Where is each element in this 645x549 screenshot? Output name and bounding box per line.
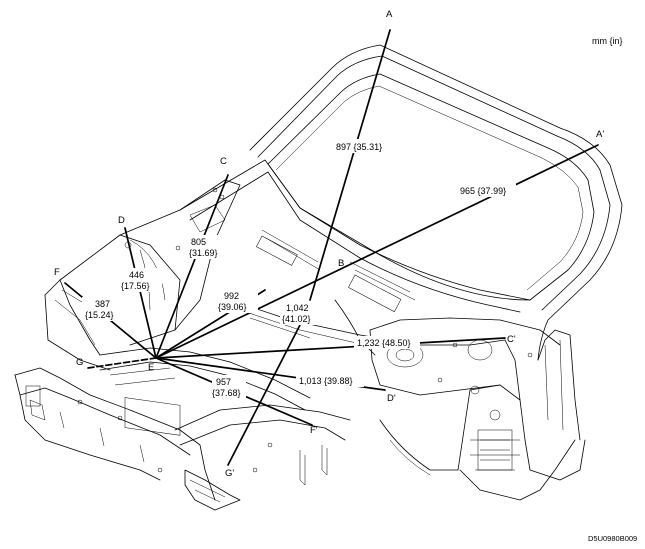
unit-label: mm {in} bbox=[592, 36, 623, 46]
dim-value-f-e: 387 bbox=[95, 299, 110, 309]
point-label-f: F bbox=[54, 267, 60, 278]
dim-line-d-e bbox=[124, 227, 157, 359]
dim-value-b-e: 992 bbox=[224, 291, 239, 301]
dimension-labels: 897 {35.31} 965 {37.99} 805 {31.69} 446 … bbox=[85, 142, 506, 398]
dim-value-f-e-inch: {15.24} bbox=[85, 310, 114, 320]
dim-value-d-e: 446 bbox=[129, 270, 144, 280]
dim-line-g-prime bbox=[227, 324, 301, 466]
dim-line-c-e bbox=[155, 174, 229, 359]
point-label-c-prime: C' bbox=[507, 334, 516, 345]
point-label-g: G bbox=[76, 357, 83, 368]
dim-value-c-e-inch: {31.69} bbox=[189, 248, 218, 258]
point-label-g-prime: G' bbox=[225, 468, 234, 479]
point-labels: A A' B C C' D D' E F F' G G' bbox=[54, 9, 604, 479]
point-label-c: C bbox=[220, 156, 227, 167]
dim-line-a-e bbox=[309, 29, 391, 301]
point-label-d: D bbox=[118, 215, 125, 226]
point-label-e: E bbox=[148, 362, 154, 373]
dim-value-a-b: 897 {35.31} bbox=[336, 142, 382, 152]
label-backgrounds bbox=[82, 139, 516, 399]
point-label-f-prime: F' bbox=[310, 425, 318, 436]
point-label-a: A bbox=[386, 9, 393, 20]
figure-code: D5U0980B009 bbox=[588, 534, 637, 543]
dim-value-e-f-prime: 957 bbox=[216, 377, 231, 387]
dim-value-a-e: 965 {37.99} bbox=[460, 186, 506, 196]
dim-value-c-e: 805 bbox=[191, 237, 206, 247]
dim-value-d-e-inch: {17.56} bbox=[121, 281, 150, 291]
dim-value-e-d-prime: 1,013 {39.88} bbox=[299, 376, 353, 386]
vehicle-body-outline bbox=[14, 44, 623, 511]
point-label-d-prime: D' bbox=[387, 393, 396, 404]
point-label-a-prime: A' bbox=[596, 129, 604, 140]
dim-value-g-f-inch: {41.02} bbox=[282, 314, 311, 324]
dim-value-e-c-prime: 1,232 {48.50} bbox=[357, 338, 411, 348]
dim-line-a-prime-e bbox=[155, 144, 599, 359]
dim-line-e-c-prime bbox=[155, 337, 506, 359]
dimension-lines bbox=[64, 29, 599, 466]
dim-value-e-f-prime-inch: {37.68} bbox=[212, 388, 241, 398]
dim-value-b-e-inch: {39.06} bbox=[218, 302, 247, 312]
dim-value-g-f: 1,042 bbox=[286, 303, 309, 313]
dim-line-g-e bbox=[87, 357, 157, 369]
point-label-b: B bbox=[338, 258, 344, 269]
